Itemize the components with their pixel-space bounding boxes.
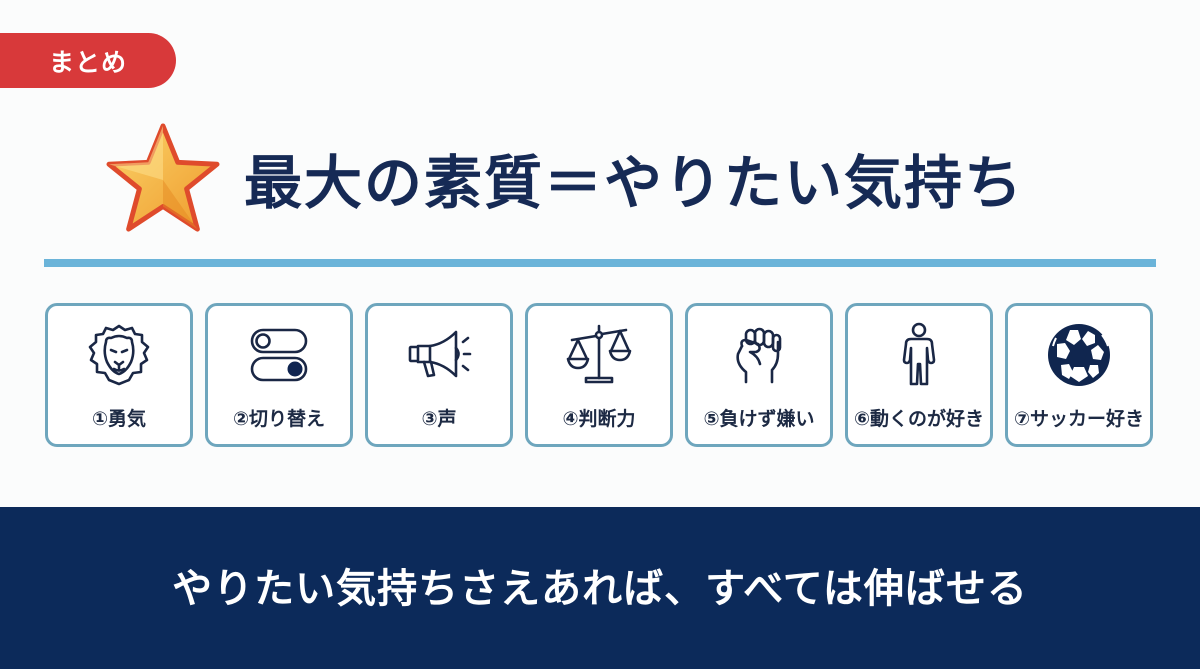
quality-label: ③声 bbox=[421, 408, 457, 430]
slogan-banner: やりたい気持ちさえあれば、すべては伸ばせる bbox=[0, 507, 1200, 669]
quality-card-judgment: ④判断力 bbox=[525, 303, 673, 447]
star-icon bbox=[106, 123, 220, 232]
slogan-text: やりたい気持ちさえあれば、すべては伸ばせる bbox=[172, 566, 1028, 612]
quality-card-voice: ③声 bbox=[365, 303, 513, 447]
megaphone-icon bbox=[408, 330, 472, 378]
quality-card-competitive: ⑤負けず嫌い bbox=[685, 303, 833, 447]
quality-label: ②切り替え bbox=[232, 408, 326, 430]
soccer-ball-icon bbox=[1048, 324, 1110, 386]
quality-label: ④判断力 bbox=[562, 408, 636, 430]
quality-card-loves-moving: ⑥動くのが好き bbox=[845, 303, 993, 447]
qualities-list: ①勇気 ②切り替え ③声 ④判断力 bbox=[45, 303, 1153, 447]
summary-tag: まとめ bbox=[0, 33, 176, 88]
quality-card-courage: ①勇気 bbox=[45, 303, 193, 447]
person-icon bbox=[902, 322, 936, 386]
fist-icon bbox=[736, 327, 782, 384]
quality-card-loves-soccer: ⑦サッカー好き bbox=[1005, 303, 1153, 447]
toggle-switch-icon bbox=[250, 328, 308, 382]
quality-label: ⑦サッカー好き bbox=[1013, 408, 1145, 430]
lion-icon bbox=[88, 324, 150, 386]
title-divider bbox=[44, 259, 1156, 267]
quality-label: ⑥動くのが好き bbox=[853, 408, 985, 430]
summary-tag-label: まとめ bbox=[48, 47, 127, 77]
quality-card-switching: ②切り替え bbox=[205, 303, 353, 447]
page-title: 最大の素質＝やりたい気持ち bbox=[244, 149, 1025, 217]
quality-label: ①勇気 bbox=[91, 408, 147, 430]
header: 最大の素質＝やりたい気持ち bbox=[104, 118, 1024, 238]
quality-label: ⑤負けず嫌い bbox=[703, 408, 815, 430]
scales-icon bbox=[566, 324, 632, 384]
